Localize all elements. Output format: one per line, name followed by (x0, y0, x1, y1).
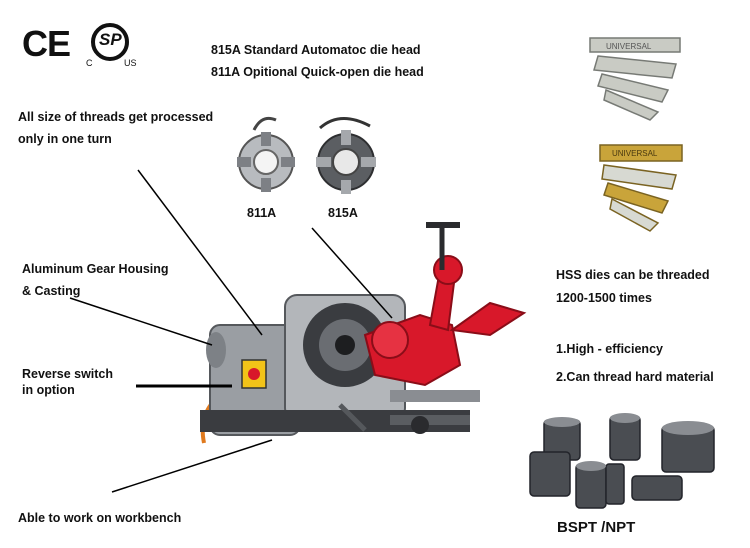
thread-standard-label: BSPT /NPT (557, 519, 636, 536)
workbench-feature-text: Able to work on workbench (18, 511, 182, 525)
pipe-threading-machine-image (200, 222, 527, 444)
hss-dies-line1: HSS dies can be threaded (556, 268, 710, 282)
benefit-efficiency: 1.High - efficiency (556, 342, 663, 356)
housing-feature-line2: & Casting (22, 284, 81, 298)
die-head-standard-text: 815A Standard Automatoc die head (211, 43, 421, 57)
ce-mark: CE (22, 23, 71, 64)
hss-dies-line2: 1200-1500 times (556, 291, 652, 305)
csa-logo-icon (91, 23, 129, 61)
dies-silver-engraving: UNIVERSAL (606, 42, 652, 51)
die-head-model-811a: 811A (247, 206, 277, 220)
threads-feature-line2: only in one turn (18, 132, 112, 146)
benefit-hard-material: 2.Can thread hard material (556, 370, 714, 384)
reverse-switch (241, 359, 267, 389)
hss-dies-silver-image: UNIVERSAL (589, 37, 681, 121)
die-head-811a-image (237, 116, 295, 192)
reamer-arm (449, 301, 527, 337)
threads-feature-line1: All size of threads get processed (18, 110, 214, 124)
csa-c-label: C (86, 58, 93, 68)
die-head-815a-image (316, 117, 376, 194)
die-head-model-815a: 815A (328, 206, 358, 220)
switch-feature-line2: in option (22, 383, 75, 397)
csa-mark: SP C US (86, 20, 138, 72)
die-head-optional-text: 811A Opitional Quick-open die head (211, 65, 424, 79)
csa-mark-letters: SP (99, 30, 122, 49)
switch-feature-line1: Reverse switch (22, 367, 114, 381)
dies-gold-engraving: UNIVERSAL (612, 149, 658, 158)
hss-dies-gold-image: UNIVERSAL (599, 144, 683, 232)
housing-feature-line1: Aluminum Gear Housing (22, 262, 169, 276)
threaded-pipe-nipples-image (529, 413, 715, 509)
csa-us-label: US (124, 58, 137, 68)
